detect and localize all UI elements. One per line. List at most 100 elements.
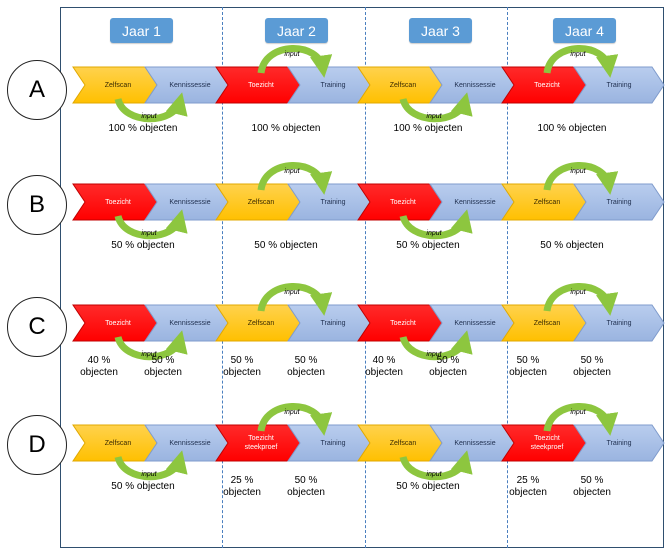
year-3-label: Jaar 3 xyxy=(409,18,472,43)
input-arrow-label: input xyxy=(284,409,300,416)
coverage-label: 50 % objecten xyxy=(144,355,182,378)
input-arrow xyxy=(543,403,619,436)
toezicht-label: Toezicht xyxy=(105,198,131,206)
scenario-a-circle: A xyxy=(7,60,67,120)
toezicht-label: Toezicht xyxy=(390,319,416,327)
stage-label: Training xyxy=(606,439,632,447)
input-arrow xyxy=(399,92,473,123)
input-arrow xyxy=(114,209,188,240)
stage-label: Kennissessie xyxy=(454,439,496,447)
input-arrow-label: input xyxy=(570,168,586,175)
coverage-label: 100 % objecten xyxy=(393,123,463,134)
input-arrow-label: input xyxy=(284,168,300,175)
coverage-label: 50 % objecten xyxy=(573,475,611,498)
coverage-label: 50 % objecten xyxy=(429,355,467,378)
coverage-label: 50 % objecten xyxy=(509,355,547,378)
stage-label: Training xyxy=(320,81,346,89)
stage-label: Training xyxy=(606,198,632,206)
input-arrow-label: input xyxy=(141,113,157,120)
stage-label: Training xyxy=(320,439,346,447)
input-arrow xyxy=(399,450,473,481)
input-arrow xyxy=(114,450,188,481)
coverage-label: 50 % objecten xyxy=(287,475,325,498)
input-arrow-label: input xyxy=(570,289,586,296)
zelfscan-label: Zelfscan xyxy=(533,319,561,327)
coverage-label: 50 % objecten xyxy=(111,240,175,251)
toezicht-label: Toezicht xyxy=(534,81,560,89)
toezicht-label: Toezicht xyxy=(105,319,131,327)
stage-label: Training xyxy=(606,319,632,327)
stage-label: Training xyxy=(320,319,346,327)
stage-label: Kennissessie xyxy=(169,81,211,89)
stage-label: Kennissessie xyxy=(169,439,211,447)
coverage-label: 100 % objecten xyxy=(251,123,321,134)
input-arrow xyxy=(257,45,333,78)
year-divider xyxy=(222,7,223,548)
input-arrow-label: input xyxy=(426,113,442,120)
toezicht-label: Toezicht xyxy=(248,81,274,89)
stage-label: Kennissessie xyxy=(169,198,211,206)
toezicht-label: Toezicht steekproef xyxy=(530,435,564,451)
scenario-d-circle: D xyxy=(7,415,67,475)
input-arrow-label: input xyxy=(426,230,442,237)
coverage-label: 100 % objecten xyxy=(537,123,607,134)
coverage-label: 50 % objecten xyxy=(254,240,318,251)
coverage-label: 25 % objecten xyxy=(223,475,261,498)
zelfscan-label: Zelfscan xyxy=(247,319,275,327)
coverage-label: 50 % objecten xyxy=(287,355,325,378)
zelfscan-label: Zelfscan xyxy=(389,439,417,447)
stage-label: Kennissessie xyxy=(169,319,211,327)
input-arrow-label: input xyxy=(284,51,300,58)
toezicht-label: Toezicht steekproef xyxy=(244,435,278,451)
input-arrow xyxy=(257,162,333,195)
input-arrow xyxy=(543,45,619,78)
year-divider xyxy=(507,7,508,548)
year-1-label: Jaar 1 xyxy=(110,18,173,43)
input-arrow xyxy=(257,283,333,316)
stage-label: Kennissessie xyxy=(454,319,496,327)
coverage-label: 50 % objecten xyxy=(111,481,175,492)
zelfscan-label: Zelfscan xyxy=(533,198,561,206)
toezicht-label: Toezicht xyxy=(390,198,416,206)
input-arrow-label: input xyxy=(141,351,157,358)
input-arrow-label: input xyxy=(426,351,442,358)
coverage-label: 40 % objecten xyxy=(365,355,403,378)
stage-label: Training xyxy=(320,198,346,206)
year-divider xyxy=(365,7,366,548)
input-arrow xyxy=(114,92,188,123)
input-arrow-label: input xyxy=(570,51,586,58)
input-arrow xyxy=(543,283,619,316)
input-arrow xyxy=(543,162,619,195)
coverage-label: 50 % objecten xyxy=(223,355,261,378)
coverage-label: 50 % objecten xyxy=(396,240,460,251)
coverage-label: 50 % objecten xyxy=(396,481,460,492)
zelfscan-label: Zelfscan xyxy=(247,198,275,206)
coverage-label: 50 % objecten xyxy=(573,355,611,378)
input-arrow-label: input xyxy=(284,289,300,296)
input-arrow-label: input xyxy=(426,471,442,478)
stage-label: Kennissessie xyxy=(454,198,496,206)
coverage-label: 100 % objecten xyxy=(108,123,178,134)
scenario-c-circle: C xyxy=(7,297,67,357)
scenario-b-circle: B xyxy=(7,175,67,235)
zelfscan-label: Zelfscan xyxy=(389,81,417,89)
input-arrow xyxy=(257,403,333,436)
diagram-frame xyxy=(60,7,664,548)
input-arrow-label: input xyxy=(141,230,157,237)
coverage-label: 40 % objecten xyxy=(80,355,118,378)
input-arrow xyxy=(114,330,188,361)
stage-label: Kennissessie xyxy=(454,81,496,89)
coverage-label: 50 % objecten xyxy=(540,240,604,251)
coverage-label: 25 % objecten xyxy=(509,475,547,498)
input-arrow-label: input xyxy=(570,409,586,416)
input-arrow-label: input xyxy=(141,471,157,478)
input-arrow xyxy=(399,330,473,361)
zelfscan-label: Zelfscan xyxy=(104,439,132,447)
year-2-label: Jaar 2 xyxy=(265,18,328,43)
year-4-label: Jaar 4 xyxy=(553,18,616,43)
stage-label: Training xyxy=(606,81,632,89)
input-arrow xyxy=(399,209,473,240)
zelfscan-label: Zelfscan xyxy=(104,81,132,89)
